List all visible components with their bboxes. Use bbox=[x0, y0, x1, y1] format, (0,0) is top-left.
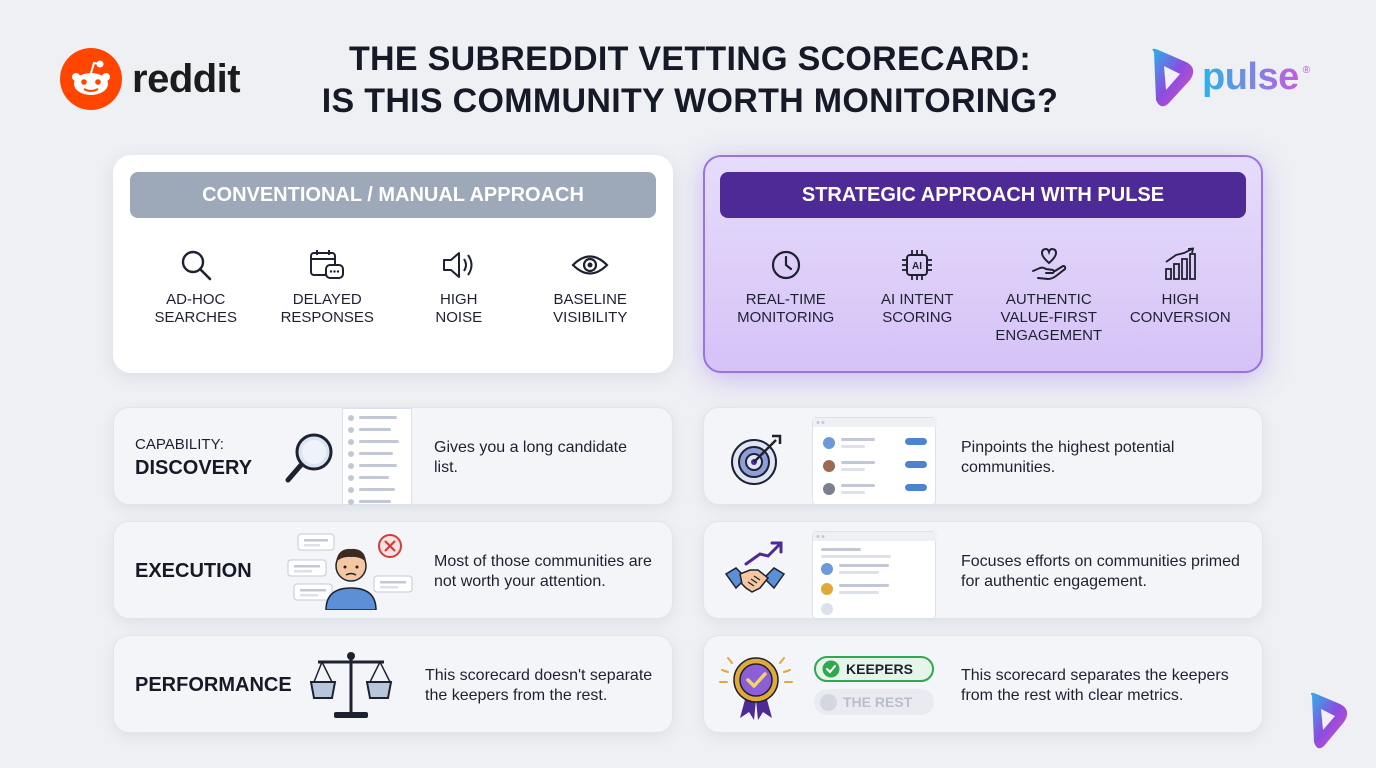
feature-label: HIGH NOISE bbox=[435, 291, 483, 326]
feature-authentic-engagement: AUTHENTIC VALUE-FIRST ENGAGEMENT bbox=[983, 245, 1115, 345]
clock-icon bbox=[769, 245, 803, 285]
pulse-approach-panel: STRATEGIC APPROACH WITH PULSE REAL-TIME … bbox=[703, 155, 1263, 373]
feature-baseline-visibility: BASELINE VISIBILITY bbox=[525, 245, 657, 327]
eye-icon bbox=[571, 245, 609, 285]
feature-label: BASELINE VISIBILITY bbox=[553, 291, 628, 326]
title-line-2: IS THIS COMMUNITY WORTH MONITORING? bbox=[321, 82, 1059, 120]
title-line-1: THE SUBREDDIT VETTING SCORECARD: bbox=[348, 40, 1032, 78]
check-circle-icon bbox=[822, 660, 840, 678]
reddit-wordmark: reddit bbox=[132, 56, 241, 101]
bar-growth-icon bbox=[1162, 245, 1198, 285]
performance-manual-card: PERFORMANCE This scorecard doesn't separ… bbox=[113, 635, 673, 733]
pulse-logo: pulse ® bbox=[1146, 46, 1310, 108]
manual-approach-header: CONVENTIONAL / MANUAL APPROACH bbox=[130, 172, 656, 218]
feature-label: AD-HOC SEARCHES bbox=[154, 291, 238, 326]
handshake-growth-icon bbox=[724, 540, 786, 607]
discovery-manual-card: CAPABILITY: DISCOVERY Gives you a long c… bbox=[113, 407, 673, 505]
execution-label: EXECUTION bbox=[135, 560, 252, 582]
empty-circle-icon bbox=[820, 693, 837, 711]
manual-approach-panel: CONVENTIONAL / MANUAL APPROACH AD-HOC SE… bbox=[113, 155, 673, 373]
feature-label: DELAYED RESPONSES bbox=[280, 291, 374, 326]
balance-scale-icon bbox=[308, 650, 394, 725]
feature-label: AI INTENT SCORING bbox=[880, 291, 954, 326]
discovery-label: DISCOVERY bbox=[135, 457, 253, 479]
award-badge-icon bbox=[718, 650, 794, 727]
execution-manual-card: EXECUTION Most of those communities are … bbox=[113, 521, 673, 619]
pulse-corner-mark-icon bbox=[1306, 690, 1352, 757]
keepers-label: KEEPERS bbox=[846, 661, 913, 677]
performance-pulse-card: KEEPERS THE REST This scorecard separate… bbox=[703, 635, 1263, 733]
heart-hand-icon bbox=[1030, 245, 1068, 285]
feature-label: AUTHENTIC VALUE-FIRST ENGAGEMENT bbox=[995, 291, 1103, 344]
keepers-pill: KEEPERS bbox=[814, 656, 934, 682]
pulse-approach-header: STRATEGIC APPROACH WITH PULSE bbox=[720, 172, 1246, 218]
discovery-pulse-card: Pinpoints the highest potential communit… bbox=[703, 407, 1263, 505]
ai-chip-icon: AI bbox=[899, 245, 935, 285]
candidate-list-icon bbox=[342, 408, 412, 505]
manual-features: AD-HOC SEARCHES DELAYED RESPONSES HIGH N… bbox=[130, 245, 656, 327]
page-title: THE SUBREDDIT VETTING SCORECARD: IS THIS… bbox=[280, 38, 1100, 122]
pulse-wordmark: pulse bbox=[1202, 55, 1299, 98]
performance-label: PERFORMANCE bbox=[135, 674, 292, 696]
reddit-logo: reddit bbox=[60, 48, 241, 110]
feature-ad-hoc-searches: AD-HOC SEARCHES bbox=[130, 245, 262, 327]
feature-high-noise: HIGH NOISE bbox=[393, 245, 525, 327]
the-rest-pill: THE REST bbox=[814, 689, 934, 715]
ranked-communities-icon bbox=[812, 417, 937, 505]
reddit-alien-icon bbox=[60, 48, 122, 110]
performance-manual-text: This scorecard doesn't separate the keep… bbox=[425, 667, 653, 704]
speaker-icon bbox=[440, 245, 478, 285]
pulse-features: REAL-TIME MONITORING AI AI INTENT SCORIN… bbox=[720, 245, 1246, 345]
pulse-mark-icon bbox=[1152, 48, 1194, 107]
discovery-manual-text: Gives you a long candidate list. bbox=[434, 439, 628, 476]
feature-label: REAL-TIME MONITORING bbox=[737, 291, 835, 326]
feature-ai-intent-scoring: AI AI INTENT SCORING bbox=[852, 245, 984, 345]
calendar-chat-icon bbox=[308, 245, 346, 285]
registered-mark: ® bbox=[1302, 64, 1311, 76]
execution-manual-text: Most of those communities are not worth … bbox=[434, 553, 652, 590]
search-icon bbox=[178, 245, 214, 285]
execution-pulse-card: Focuses efforts on communities primed fo… bbox=[703, 521, 1263, 619]
feature-label: HIGH CONVERSION bbox=[1129, 291, 1231, 326]
svg-text:AI: AI bbox=[912, 261, 922, 272]
target-icon bbox=[728, 432, 784, 493]
capability-label: CAPABILITY: bbox=[135, 436, 224, 453]
feature-delayed-responses: DELAYED RESPONSES bbox=[262, 245, 394, 327]
the-rest-label: THE REST bbox=[843, 694, 913, 710]
discovery-pulse-text: Pinpoints the highest potential communit… bbox=[961, 439, 1175, 476]
feature-high-conversion: HIGH CONVERSION bbox=[1115, 245, 1247, 345]
feature-real-time-monitoring: REAL-TIME MONITORING bbox=[720, 245, 852, 345]
magnifier-icon bbox=[282, 428, 340, 491]
execution-pulse-text: Focuses efforts on communities primed fo… bbox=[961, 553, 1240, 590]
overwhelmed-user-icon bbox=[286, 530, 416, 615]
engagement-thread-icon bbox=[812, 531, 937, 619]
performance-pulse-text: This scorecard separates the keepers fro… bbox=[961, 667, 1229, 704]
